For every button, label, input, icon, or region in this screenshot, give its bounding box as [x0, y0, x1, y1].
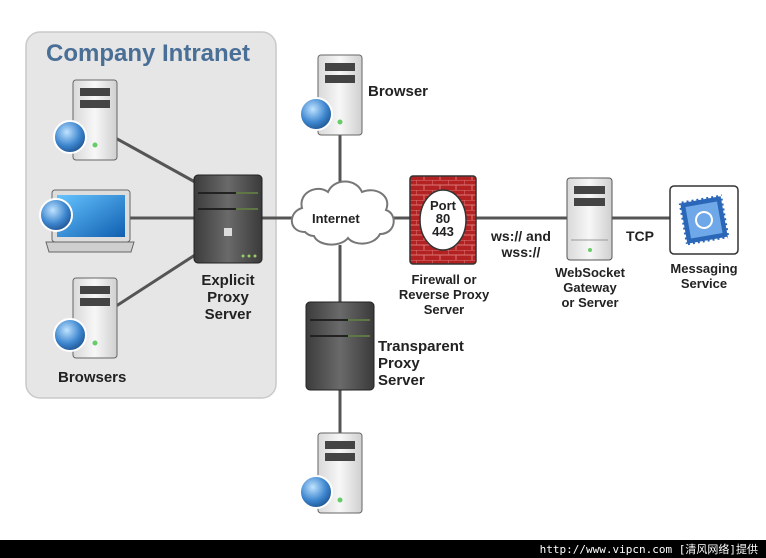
websocket-gateway-label: WebSocket Gateway or Server — [555, 265, 625, 310]
intranet-computer-top-icon — [53, 79, 118, 161]
explicit-proxy-server-icon — [193, 174, 263, 264]
transparent-proxy-label: Transparent Proxy Server — [378, 338, 464, 389]
firewall-port-text: Port 80 443 — [430, 198, 456, 239]
footer-credit: http://www.vipcn.com [清风网络]提供 — [539, 543, 758, 556]
messaging-service-label: Messaging Service — [670, 261, 738, 291]
browser-label: Browser — [368, 83, 429, 100]
intranet-title: Company Intranet — [46, 40, 251, 67]
firewall-label: Firewall or Reverse Proxy Server — [398, 272, 490, 317]
internet-cloud-icon — [290, 180, 395, 246]
transparent-proxy-server-icon — [305, 301, 375, 391]
internet-label: Internet — [312, 211, 360, 226]
browser-computer-icon — [299, 54, 363, 136]
firewall-icon — [409, 175, 477, 265]
bottom-computer-icon — [299, 432, 363, 514]
intranet-computer-bottom-icon — [53, 277, 118, 359]
footer-bar: http://www.vipcn.com [清风网络]提供 — [0, 540, 766, 558]
tcp-label: TCP — [626, 228, 654, 244]
intranet-laptop-icon — [39, 189, 135, 253]
messaging-service-icon — [669, 185, 739, 255]
explicit-proxy-label: Explicit Proxy Server — [201, 272, 255, 323]
browsers-label: Browsers — [58, 369, 127, 386]
websocket-gateway-icon — [566, 177, 613, 261]
ws-protocol-label: ws:// and wss:// — [491, 228, 551, 260]
